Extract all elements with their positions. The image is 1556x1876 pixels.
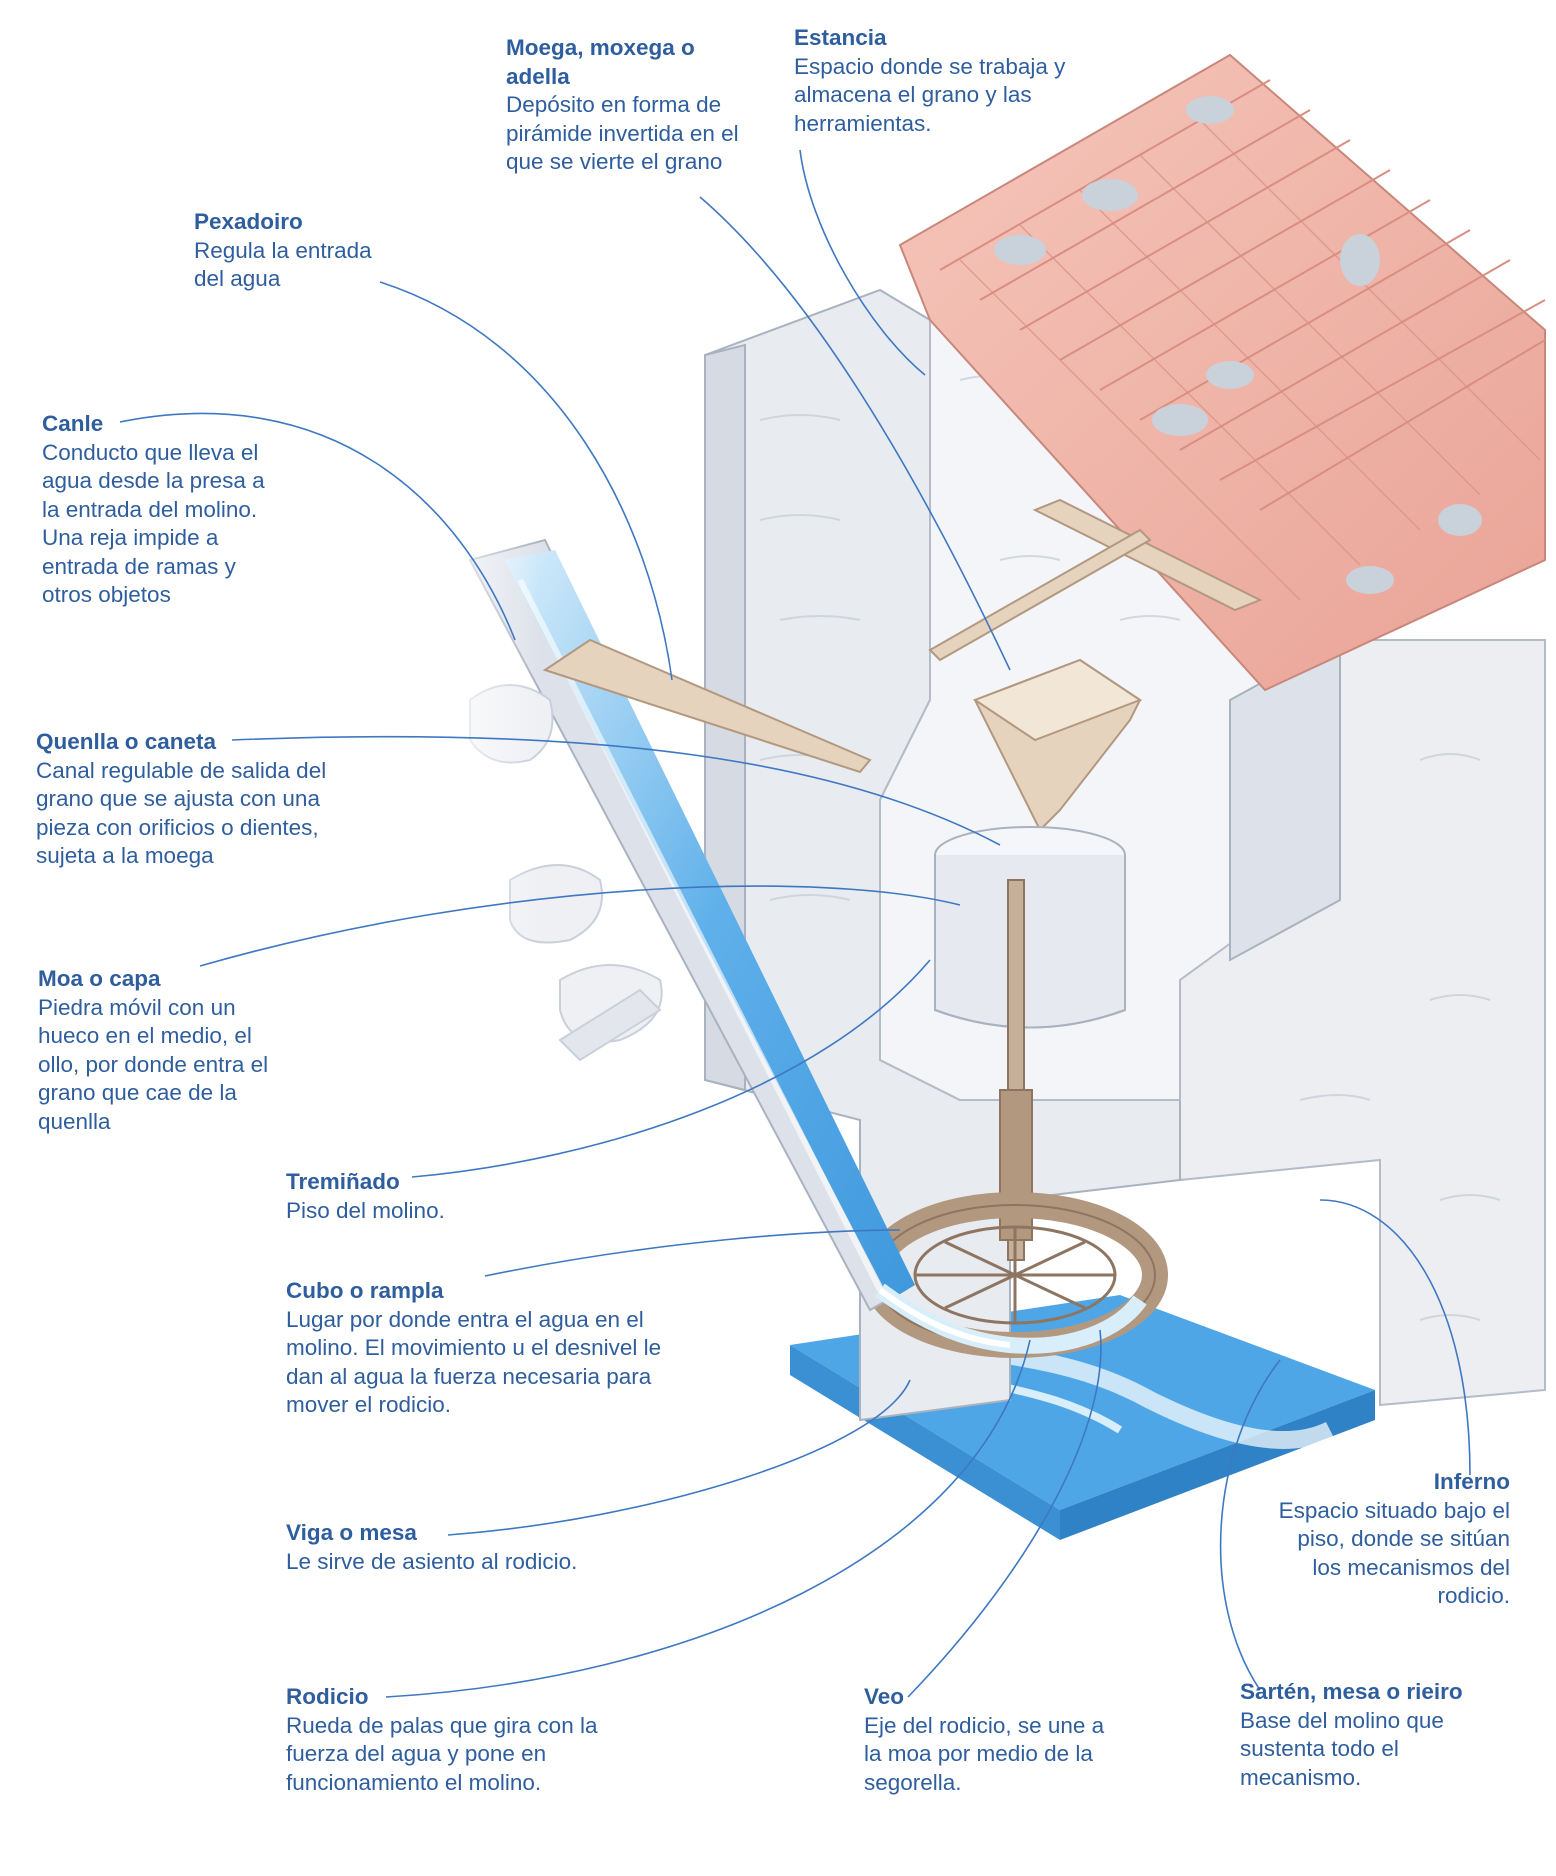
label-text: Rueda de palas que gira con la fuerza de… (286, 1712, 598, 1795)
label-treminado: Tremiñado Piso del molino. (286, 1168, 546, 1225)
label-canle: Canle Conducto que lleva el agua desde l… (42, 410, 282, 610)
edge-fade (420, 500, 540, 1000)
label-title: Cubo o rampla (286, 1278, 444, 1303)
millstone-moa (934, 826, 1126, 1029)
leader-quenlla (231, 735, 1001, 846)
label-text: Lugar por donde entra el agua en el moli… (286, 1306, 662, 1418)
label-title: Veo (864, 1684, 905, 1709)
wooden-beams (928, 498, 1263, 662)
label-moega: Moega, moxega o adella Depósito en forma… (506, 34, 746, 177)
label-text: Eje del rodicio, se une a la moa por med… (864, 1712, 1105, 1795)
label-text: Piso del molino. (286, 1197, 445, 1223)
leader-viga (447, 1379, 911, 1536)
label-text: Espacio situado bajo el piso, donde se s… (1278, 1497, 1510, 1609)
leader-veo (907, 1329, 1102, 1698)
leader-moa (199, 885, 961, 967)
label-veo: Veo Eje del rodicio, se une a la moa por… (864, 1683, 1124, 1797)
label-estancia: Estancia Espacio donde se trabaja y alma… (794, 24, 1094, 138)
label-viga: Viga o mesa Le sirve de asiento al rodic… (286, 1519, 666, 1576)
label-text: Piedra móvil con un hueco en el medio, e… (38, 994, 269, 1134)
leader-cubo (484, 1229, 901, 1277)
label-title: Moega, moxega o adella (506, 35, 695, 89)
label-title: Inferno (1433, 1469, 1510, 1494)
label-rodicio: Rodicio Rueda de palas que gira con la f… (286, 1683, 626, 1797)
label-inferno: Inferno Espacio situado bajo el piso, do… (1270, 1468, 1510, 1611)
label-title: Sartén, mesa o rieiro (1240, 1679, 1463, 1704)
label-title: Tremiñado (286, 1169, 400, 1194)
leader-lines (119, 149, 1471, 1698)
label-text: Le sirve de asiento al rodicio. (286, 1548, 578, 1574)
leader-canle (119, 412, 516, 641)
label-title: Moa o capa (38, 966, 161, 991)
roof (898, 53, 1546, 692)
water-channel-canle (468, 538, 1147, 1354)
label-text: Conducto que lleva el agua desde la pres… (42, 439, 265, 608)
label-title: Pexadoiro (194, 209, 303, 234)
label-text: Espacio donde se trabaja y almacena el g… (794, 53, 1066, 136)
label-text: Regula la entrada del agua (194, 237, 372, 292)
label-title: Viga o mesa (286, 1520, 417, 1545)
label-moa: Moa o capa Piedra móvil con un hueco en … (38, 965, 288, 1136)
label-sarten: Sartén, mesa o rieiro Base del molino qu… (1240, 1678, 1470, 1792)
label-quenlla: Quenlla o caneta Canal regulable de sali… (36, 728, 366, 871)
label-title: Quenlla o caneta (36, 729, 217, 754)
leader-inferno (1319, 1199, 1471, 1476)
label-title: Canle (42, 411, 104, 436)
leader-sarten (1219, 1359, 1281, 1691)
label-text: Canal regulable de salida del grano que … (36, 757, 327, 869)
leader-pexadoiro (379, 281, 673, 681)
leader-rodicio (385, 1339, 1031, 1698)
leader-moega (699, 196, 1011, 671)
label-text: Base del molino que sustenta todo el mec… (1240, 1707, 1444, 1790)
label-cubo: Cubo o rampla Lugar por donde entra el a… (286, 1277, 676, 1420)
label-pexadoiro: Pexadoiro Regula la entrada del agua (194, 208, 394, 294)
leader-estancia (799, 149, 926, 376)
sluice-pexadoiro (542, 638, 872, 774)
label-title: Estancia (794, 25, 887, 50)
label-title: Rodicio (286, 1684, 369, 1709)
leader-treminado (411, 959, 931, 1178)
label-text: Depósito en forma de pirámide invertida … (506, 92, 739, 174)
hopper-moega (972, 658, 1143, 832)
